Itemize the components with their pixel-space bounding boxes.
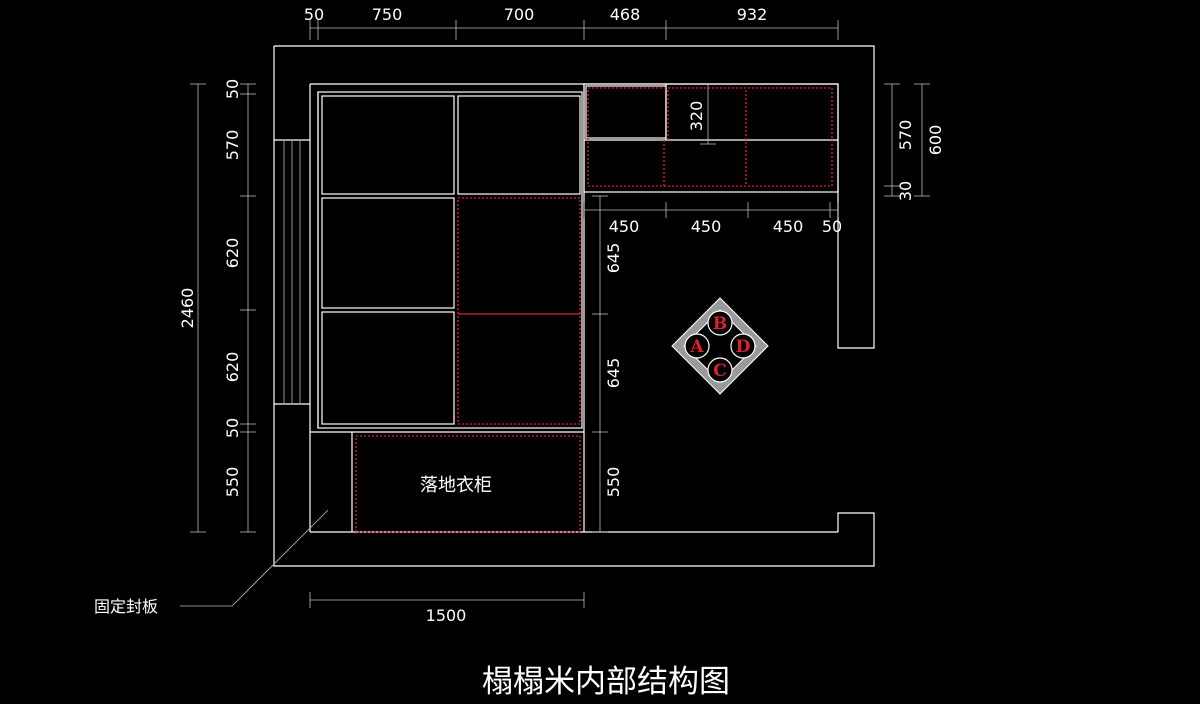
- dim-upper-bottom-2: 450: [691, 217, 722, 236]
- dim-top-3: 700: [504, 5, 535, 24]
- dim-left-4: 620: [223, 352, 242, 383]
- lift-table: A B C D: [671, 297, 769, 395]
- dim-left-3: 620: [223, 238, 242, 269]
- dim-cabinet-2: 645: [604, 358, 623, 389]
- fixed-panel-label: 固定封板: [94, 597, 158, 616]
- wardrobe-label: 落地衣柜: [420, 475, 492, 496]
- upper-cabinet-height-dim: 320: [687, 84, 716, 145]
- lift-letter-b: B: [713, 314, 727, 334]
- dim-cabinet-3: 550: [604, 467, 623, 498]
- dim-left-total: 2460: [178, 288, 197, 329]
- room-walls: [273, 45, 875, 567]
- left-dimensions: 2460 50 570 620 620 50 550: [178, 79, 256, 533]
- dim-left-5: 50: [223, 418, 242, 438]
- fixed-panel-leader: 固定封板: [94, 509, 329, 616]
- dim-bottom: 1500: [426, 606, 467, 625]
- drawing-title: 榻榻米内部结构图: [482, 664, 730, 700]
- dim-top-4: 468: [610, 5, 641, 24]
- dim-top-5: 932: [737, 5, 768, 24]
- dim-top-2: 750: [372, 5, 403, 24]
- dim-right-3: 30: [896, 181, 915, 201]
- dim-upper-height: 320: [687, 101, 706, 132]
- dim-left-2: 570: [223, 130, 242, 161]
- lift-letter-a: A: [689, 337, 704, 357]
- bottom-dimension: 1500: [309, 592, 585, 625]
- dim-cabinet-1: 645: [604, 243, 623, 274]
- dim-left-1: 50: [223, 79, 242, 99]
- dim-upper-bottom-3: 450: [773, 217, 804, 236]
- lift-letter-d: D: [736, 337, 751, 357]
- right-dimensions: 570 30 600: [884, 83, 945, 201]
- fixed-panel-strip: [274, 139, 310, 405]
- tatami-platform: [310, 91, 584, 433]
- dim-right-2: 600: [926, 125, 945, 156]
- upper-bottom-dimensions: 450 450 450 50: [583, 202, 842, 236]
- cabinet-vertical-dimensions: 645 645 550: [592, 195, 623, 533]
- dim-top-1: 50: [304, 5, 324, 24]
- lift-letter-c: C: [713, 361, 727, 381]
- dim-right-1: 570: [896, 120, 915, 151]
- dim-upper-bottom-4: 50: [822, 217, 842, 236]
- dim-upper-bottom-1: 450: [609, 217, 640, 236]
- top-dimensions: 50 750 700 468 932: [304, 5, 839, 40]
- dim-left-6: 550: [223, 467, 242, 498]
- upper-cabinet: [583, 83, 839, 193]
